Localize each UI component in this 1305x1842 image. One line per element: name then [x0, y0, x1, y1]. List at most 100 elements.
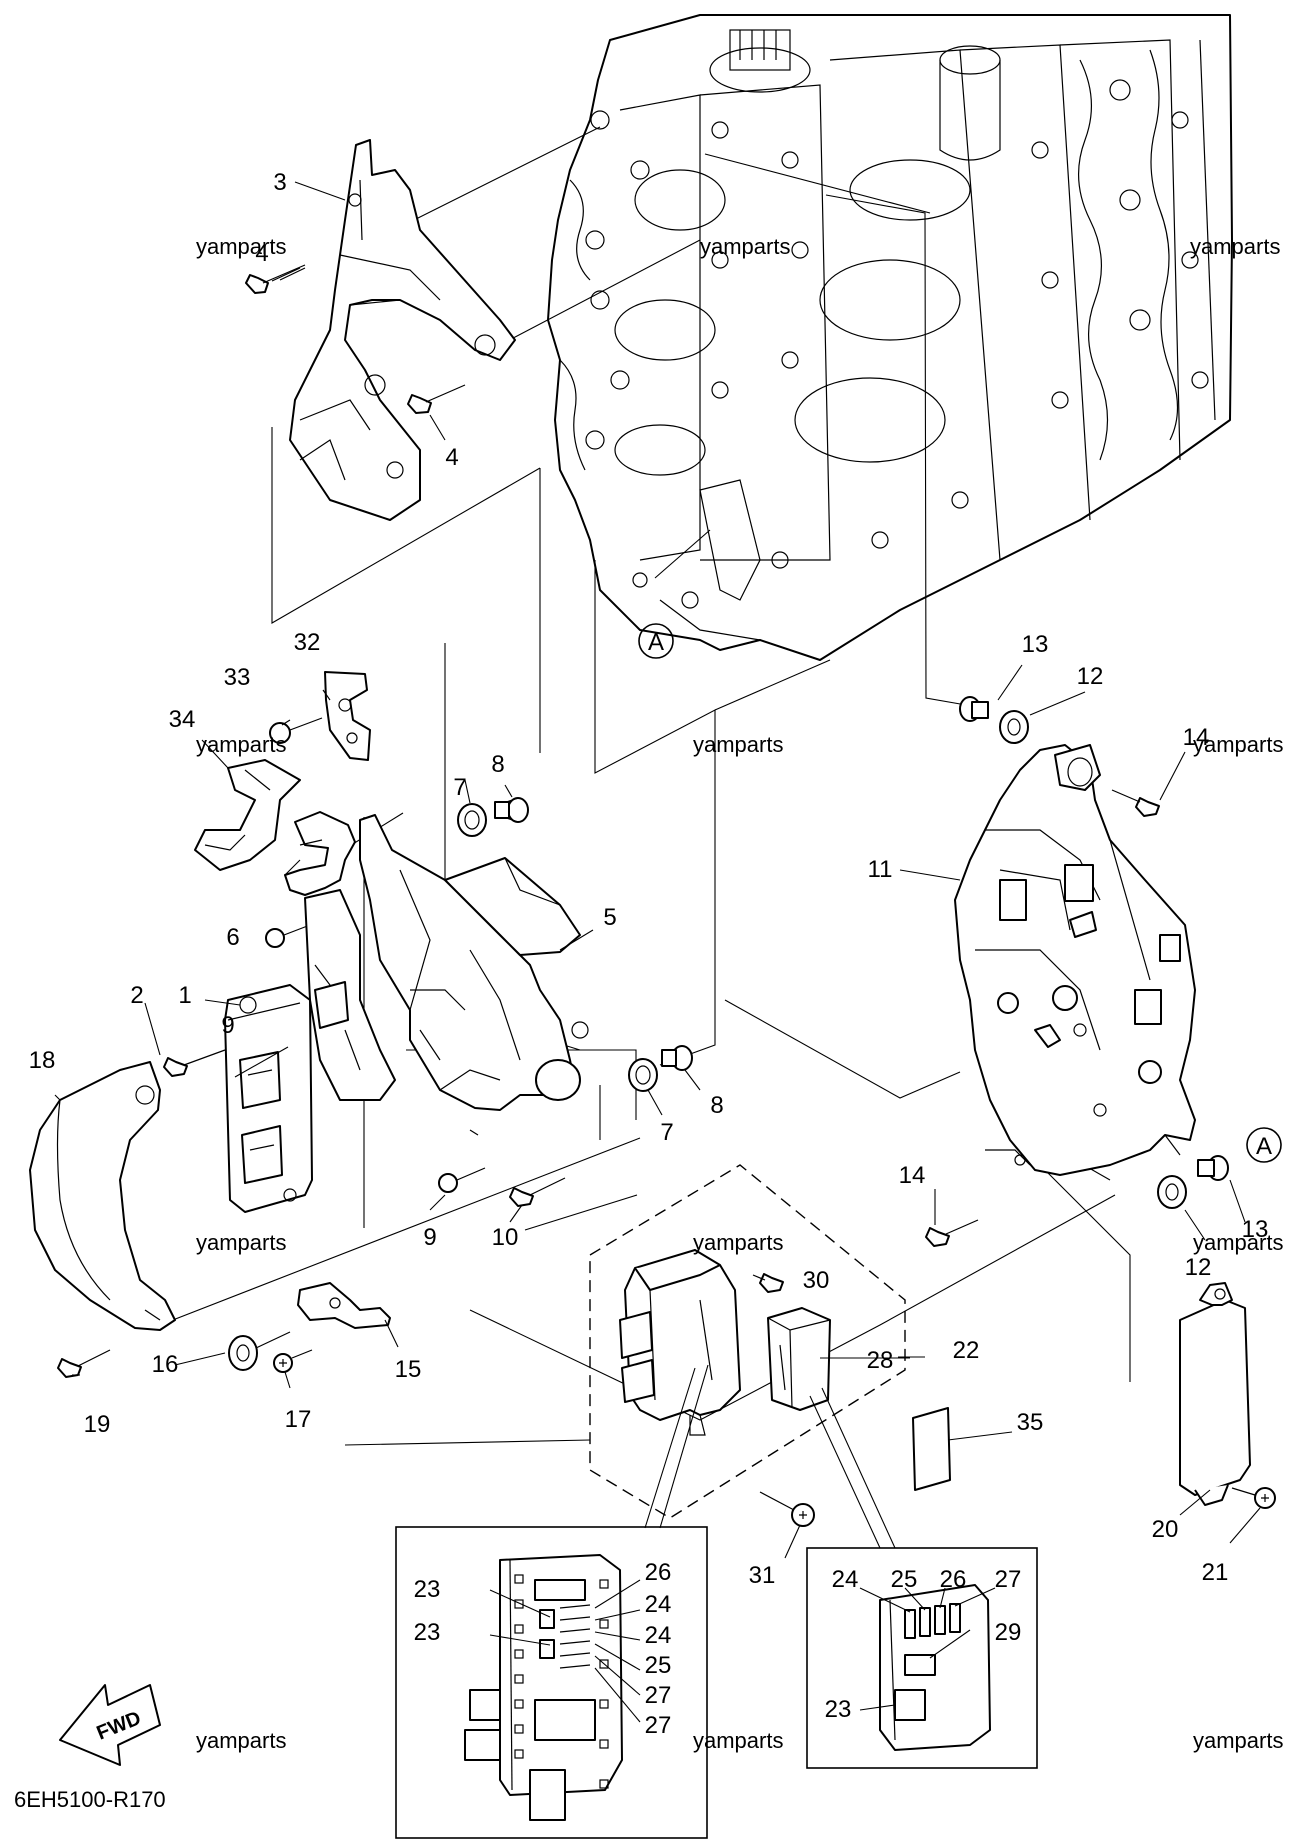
- inset-leader-right: [821, 1387, 896, 1549]
- callout-27: 27: [995, 1566, 1022, 1593]
- part-5-bracket: [304, 814, 589, 1136]
- callout-24: 24: [832, 1566, 859, 1593]
- callout-3: 3: [273, 169, 286, 196]
- callout-22: 22: [953, 1337, 980, 1364]
- callout-13: 13: [1242, 1216, 1269, 1243]
- watermark: yamparts: [693, 1728, 783, 1753]
- watermark: yamparts: [1193, 1728, 1283, 1753]
- callout-29: 29: [995, 1619, 1022, 1646]
- part-18-cover: [29, 1061, 176, 1331]
- callout-24: 24: [645, 1622, 672, 1649]
- grommet-12-lower: [1157, 1175, 1187, 1209]
- callout-6: 6: [226, 924, 239, 951]
- callout-15: 15: [395, 1356, 422, 1383]
- watermark: yamparts: [700, 234, 790, 259]
- engine-block: [547, 14, 1233, 661]
- callout-9: 9: [221, 1012, 234, 1039]
- callout-4: 4: [255, 240, 268, 267]
- callout-4: 4: [445, 444, 458, 471]
- inset-leader-left-2: [659, 1364, 709, 1529]
- part-11-bracket: [954, 744, 1196, 1176]
- part-15-plate: [297, 1282, 391, 1329]
- inset-left-frame: [395, 1526, 708, 1839]
- watermark: yamparts: [693, 1230, 783, 1255]
- fwd-arrow-icon: FWD: [59, 1684, 161, 1766]
- reference-marker-a-lower: A: [1246, 1127, 1282, 1163]
- callout-2: 2: [130, 982, 143, 1009]
- callout-25: 25: [891, 1566, 918, 1593]
- part-20-unit: [1179, 1282, 1251, 1506]
- grommet-7-upper: [457, 803, 487, 837]
- reference-marker-label: A: [1256, 1133, 1272, 1160]
- callout-7: 7: [660, 1119, 673, 1146]
- reference-marker-label: A: [648, 629, 664, 656]
- callout-30: 30: [803, 1267, 830, 1294]
- callout-25: 25: [645, 1652, 672, 1679]
- watermark: yamparts: [196, 732, 286, 757]
- callout-34: 34: [169, 706, 196, 733]
- bolt-14-upper: [1111, 789, 1160, 817]
- diagram-code: 6EH5100-R170: [14, 1787, 166, 1812]
- callout-33: 33: [224, 664, 251, 691]
- grommet-12-upper: [999, 710, 1029, 744]
- callout-23: 23: [414, 1576, 441, 1603]
- callout-23: 23: [414, 1619, 441, 1646]
- watermark: yamparts: [693, 732, 783, 757]
- callout-1: 1: [178, 982, 191, 1009]
- inset-right-frame: [806, 1547, 1038, 1769]
- callout-14: 14: [1183, 724, 1210, 751]
- callout-9: 9: [423, 1224, 436, 1251]
- bolt-9-lower: [438, 1167, 486, 1193]
- watermark: yamparts: [1193, 1230, 1283, 1255]
- callout-5: 5: [603, 904, 616, 931]
- part-28-fuse-cover: [767, 1307, 831, 1411]
- callout-16: 16: [152, 1351, 179, 1378]
- inset-right-fusecover: [859, 1584, 996, 1751]
- collar-13-upper: [959, 696, 989, 722]
- callout-leaders: [54, 181, 1261, 1559]
- bolt-10: [509, 1177, 566, 1207]
- bolt-4-upper: [245, 264, 306, 294]
- bolt-33: [269, 717, 323, 744]
- callout-7: 7: [453, 774, 466, 801]
- screw-30: [752, 1273, 784, 1293]
- screw-21: [1231, 1487, 1276, 1509]
- bolt-9-upper: [265, 924, 311, 948]
- callout-31: 31: [749, 1562, 776, 1589]
- collar-8-lower: [661, 1045, 693, 1071]
- electrical-box-outline: [589, 1164, 906, 1519]
- callout-27: 27: [645, 1682, 672, 1709]
- callout-28: 28: [867, 1347, 894, 1374]
- callout-8: 8: [491, 751, 504, 778]
- callout-12: 12: [1077, 663, 1104, 690]
- grommet-7-lower: [628, 1058, 658, 1092]
- collar-13-lower: [1197, 1155, 1229, 1181]
- screw-31: [759, 1491, 815, 1527]
- inset-left-fusebox: [464, 1554, 641, 1821]
- callout-8: 8: [710, 1092, 723, 1119]
- part-1-ecm: [224, 984, 313, 1213]
- part-22-junction-box: [619, 1249, 741, 1436]
- callout-32: 32: [294, 629, 321, 656]
- collar-8-upper: [494, 797, 529, 823]
- bolt-2: [163, 1049, 226, 1077]
- watermark: yamparts: [1190, 234, 1280, 259]
- callout-24: 24: [645, 1591, 672, 1618]
- part-bracket-upper: [289, 139, 516, 521]
- callout-18: 18: [29, 1047, 56, 1074]
- callout-26: 26: [645, 1559, 672, 1586]
- callout-21: 21: [1202, 1559, 1229, 1586]
- callout-26: 26: [940, 1566, 967, 1593]
- watermark: yamparts: [196, 234, 286, 259]
- watermarks: yamparts yamparts yamparts yamparts yamp…: [196, 234, 1283, 1753]
- callout-20: 20: [1152, 1516, 1179, 1543]
- callout-11: 11: [868, 856, 893, 883]
- callout-numbers: 3 4 4 32 33 34 7 8 6 5 9 1 2 18 8 7 9 10…: [29, 169, 1269, 1739]
- callout-10: 10: [492, 1224, 519, 1251]
- callout-27: 27: [645, 1712, 672, 1739]
- part-16-clip: [228, 1331, 291, 1371]
- callout-35: 35: [1017, 1409, 1044, 1436]
- inset-leader-right-2: [809, 1395, 881, 1549]
- watermark: yamparts: [196, 1230, 286, 1255]
